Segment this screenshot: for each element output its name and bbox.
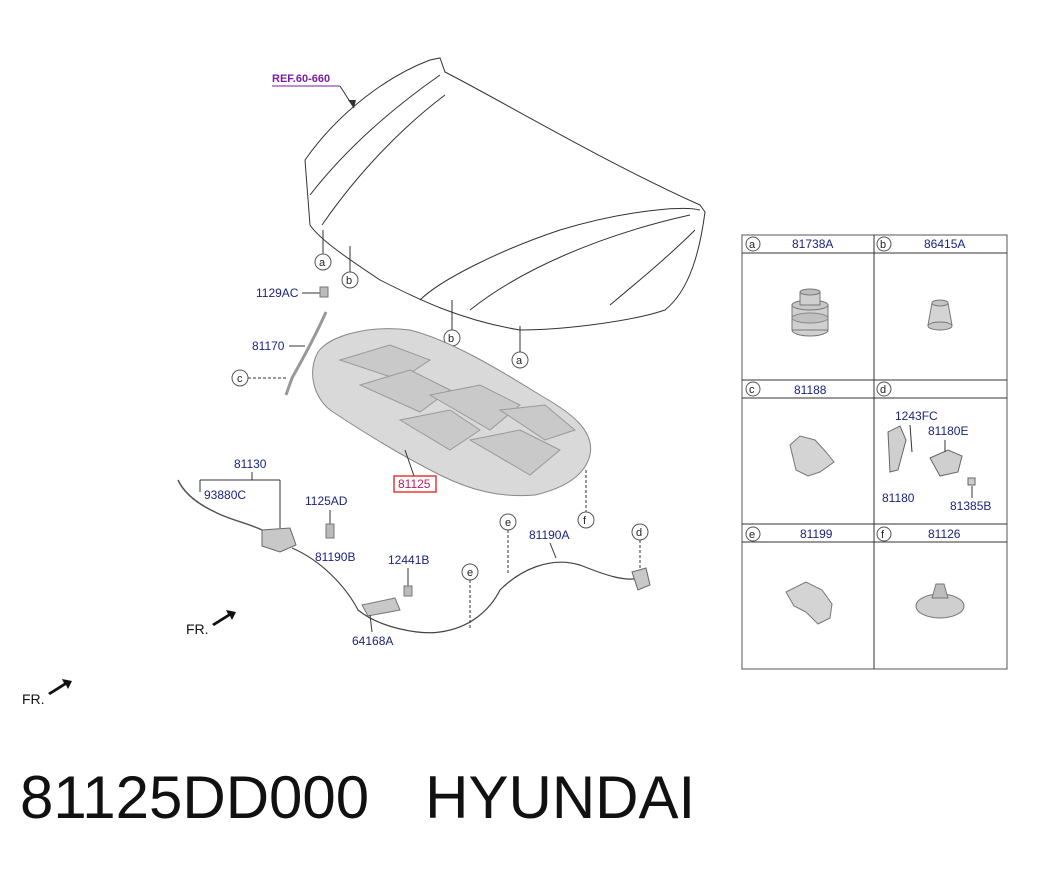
svg-text:a: a (516, 355, 523, 367)
pad-clip-pin (931, 583, 949, 599)
label-64168A[interactable]: 64168A (352, 634, 393, 648)
cable-end-clip (631, 567, 651, 591)
cable-clip-part (785, 581, 833, 625)
brand-name: HYUNDAI (425, 764, 696, 831)
label-81180E[interactable]: 81180E (928, 424, 968, 438)
grommet-1129AC (319, 286, 329, 298)
highlight-box (393, 475, 437, 493)
part-number: 81125DD000 (20, 764, 370, 831)
svg-text:c: c (749, 384, 755, 396)
callout-a-hood-1: a (314, 253, 332, 271)
label-1125AD[interactable]: 1125AD (305, 494, 348, 508)
label-81180[interactable]: 81180 (882, 491, 915, 505)
bolt-1125AD (325, 523, 335, 539)
cell-f-part[interactable]: 81126 (928, 527, 961, 541)
callout-c-rod: c (231, 369, 249, 387)
hood-panel (304, 57, 706, 331)
front-arrow-2 (48, 679, 72, 695)
part-caption: 81125DD000 HYUNDAI (20, 762, 1060, 842)
rubber-stopper-part (927, 299, 953, 331)
svg-text:e: e (749, 529, 755, 541)
table-cell-b: b 86415A (876, 236, 965, 331)
latch-wire (177, 479, 263, 531)
front-arrow-1 (212, 610, 236, 626)
callout-e-cable-2: e (499, 513, 517, 531)
label-81190A[interactable]: 81190A (529, 528, 569, 542)
cell-e-part[interactable]: 81199 (800, 527, 833, 541)
svg-text:f: f (881, 529, 885, 541)
label-93880C[interactable]: 93880C (204, 488, 246, 502)
rod-clip-part (789, 435, 835, 477)
svg-text:e: e (467, 567, 473, 579)
table-cell-e: e 81199 (745, 526, 833, 625)
callout-f-pad: f (577, 511, 595, 529)
label-81385B[interactable]: 81385B (950, 499, 991, 513)
parts-diagram: REF.60-660 a b b a 81125 f 1129AC (22, 57, 1008, 707)
hood-insulator-pad (312, 328, 592, 497)
svg-text:d: d (880, 384, 886, 396)
table-cell-a: a 81738A (745, 236, 833, 337)
detail-table (741, 234, 1008, 670)
label-81130[interactable]: 81130 (234, 457, 267, 471)
svg-text:a: a (749, 239, 756, 251)
label-12441B[interactable]: 12441B (388, 553, 429, 567)
cell-b-part[interactable]: 86415A (924, 237, 965, 251)
release-handle (361, 597, 401, 617)
svg-text:b: b (448, 333, 454, 345)
svg-text:f: f (583, 515, 587, 527)
table-cell-c: c 81188 (745, 381, 835, 477)
svg-text:b: b (880, 239, 886, 251)
bump-stop-part (791, 288, 829, 337)
label-1243FC[interactable]: 1243FC (895, 409, 938, 423)
cell-a-part[interactable]: 81738A (792, 237, 833, 251)
callout-b-hood-1: b (341, 271, 359, 289)
callout-a-hood-2: a (511, 351, 529, 369)
svg-text:d: d (636, 527, 642, 539)
hood-latch (261, 527, 297, 553)
safety-hook-part (887, 425, 907, 473)
table-cell-d: d 1243FC 81180E 81180 81385B (876, 381, 991, 513)
svg-text:e: e (505, 517, 511, 529)
label-81170[interactable]: 81170 (252, 339, 285, 353)
table-cell-f: f 81126 (876, 526, 965, 619)
svg-text:b: b (346, 275, 352, 287)
clip-12441B (403, 585, 413, 597)
cell-c-part[interactable]: 81188 (794, 383, 827, 397)
front-indicator-2: FR. (22, 691, 45, 707)
clip-81385B (967, 477, 976, 486)
hook-bracket-part (929, 449, 963, 477)
svg-text:c: c (237, 373, 243, 385)
label-81125[interactable]: 81125 (398, 477, 431, 491)
stay-rod (284, 311, 328, 396)
label-81190B[interactable]: 81190B (315, 550, 355, 564)
svg-text:a: a (319, 257, 326, 269)
front-indicator-1: FR. (186, 621, 209, 637)
callout-d-cable: d (631, 523, 649, 541)
ref-label[interactable]: REF.60-660 (272, 73, 330, 85)
callout-e-cable-1: e (461, 563, 479, 581)
label-1129AC[interactable]: 1129AC (256, 286, 299, 300)
